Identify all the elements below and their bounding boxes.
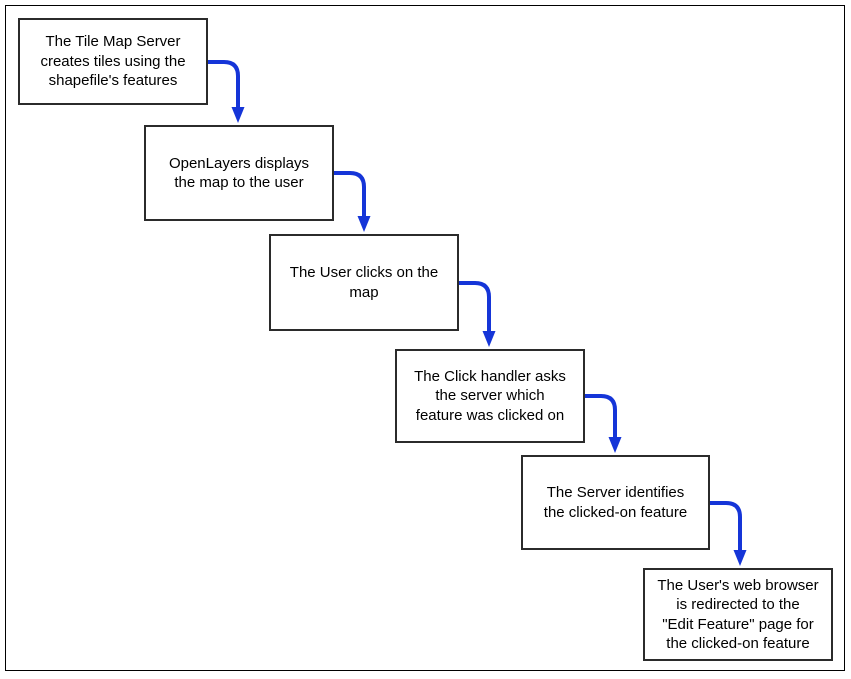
connector-5-to-6-line — [710, 501, 742, 550]
flow-node-3[interactable]: The User clicks on the map — [269, 234, 459, 331]
flow-node-6[interactable]: The User's web browser is redirected to … — [643, 568, 833, 661]
connector-1-to-2 — [208, 60, 245, 123]
connector-4-to-5-arrowhead-icon — [608, 437, 622, 453]
connector-2-to-3 — [334, 171, 371, 232]
flow-node-1-label: The Tile Map Server creates tiles using … — [40, 33, 186, 90]
connector-2-to-3-line — [334, 171, 366, 216]
flow-node-4[interactable]: The Click handler asks the server which … — [395, 349, 585, 443]
connector-1-to-2-arrowhead-icon — [231, 107, 245, 123]
connector-3-to-4-line — [459, 281, 491, 331]
flow-node-5[interactable]: The Server identifies the clicked-on fea… — [521, 455, 710, 550]
connector-5-to-6-arrowhead-icon — [733, 550, 747, 566]
connector-3-to-4-arrowhead-icon — [482, 331, 496, 347]
connector-4-to-5-line — [585, 394, 617, 437]
connector-4-to-5 — [585, 394, 622, 453]
connector-2-to-3-arrowhead-icon — [357, 216, 371, 232]
flow-node-6-label: The User's web browser is redirected to … — [657, 576, 819, 653]
flow-node-2-label: OpenLayers displays the map to the user — [168, 154, 310, 192]
connector-5-to-6 — [710, 501, 747, 566]
flow-node-2[interactable]: OpenLayers displays the map to the user — [144, 125, 334, 221]
connector-1-to-2-line — [208, 60, 240, 107]
connector-3-to-4 — [459, 281, 496, 347]
flow-node-3-label: The User clicks on the map — [289, 264, 439, 301]
flow-node-5-label: The Server identifies the clicked-on fea… — [543, 484, 688, 521]
flow-node-1[interactable]: The Tile Map Server creates tiles using … — [18, 18, 208, 105]
flow-node-4-label: The Click handler asks the server which … — [414, 367, 566, 424]
